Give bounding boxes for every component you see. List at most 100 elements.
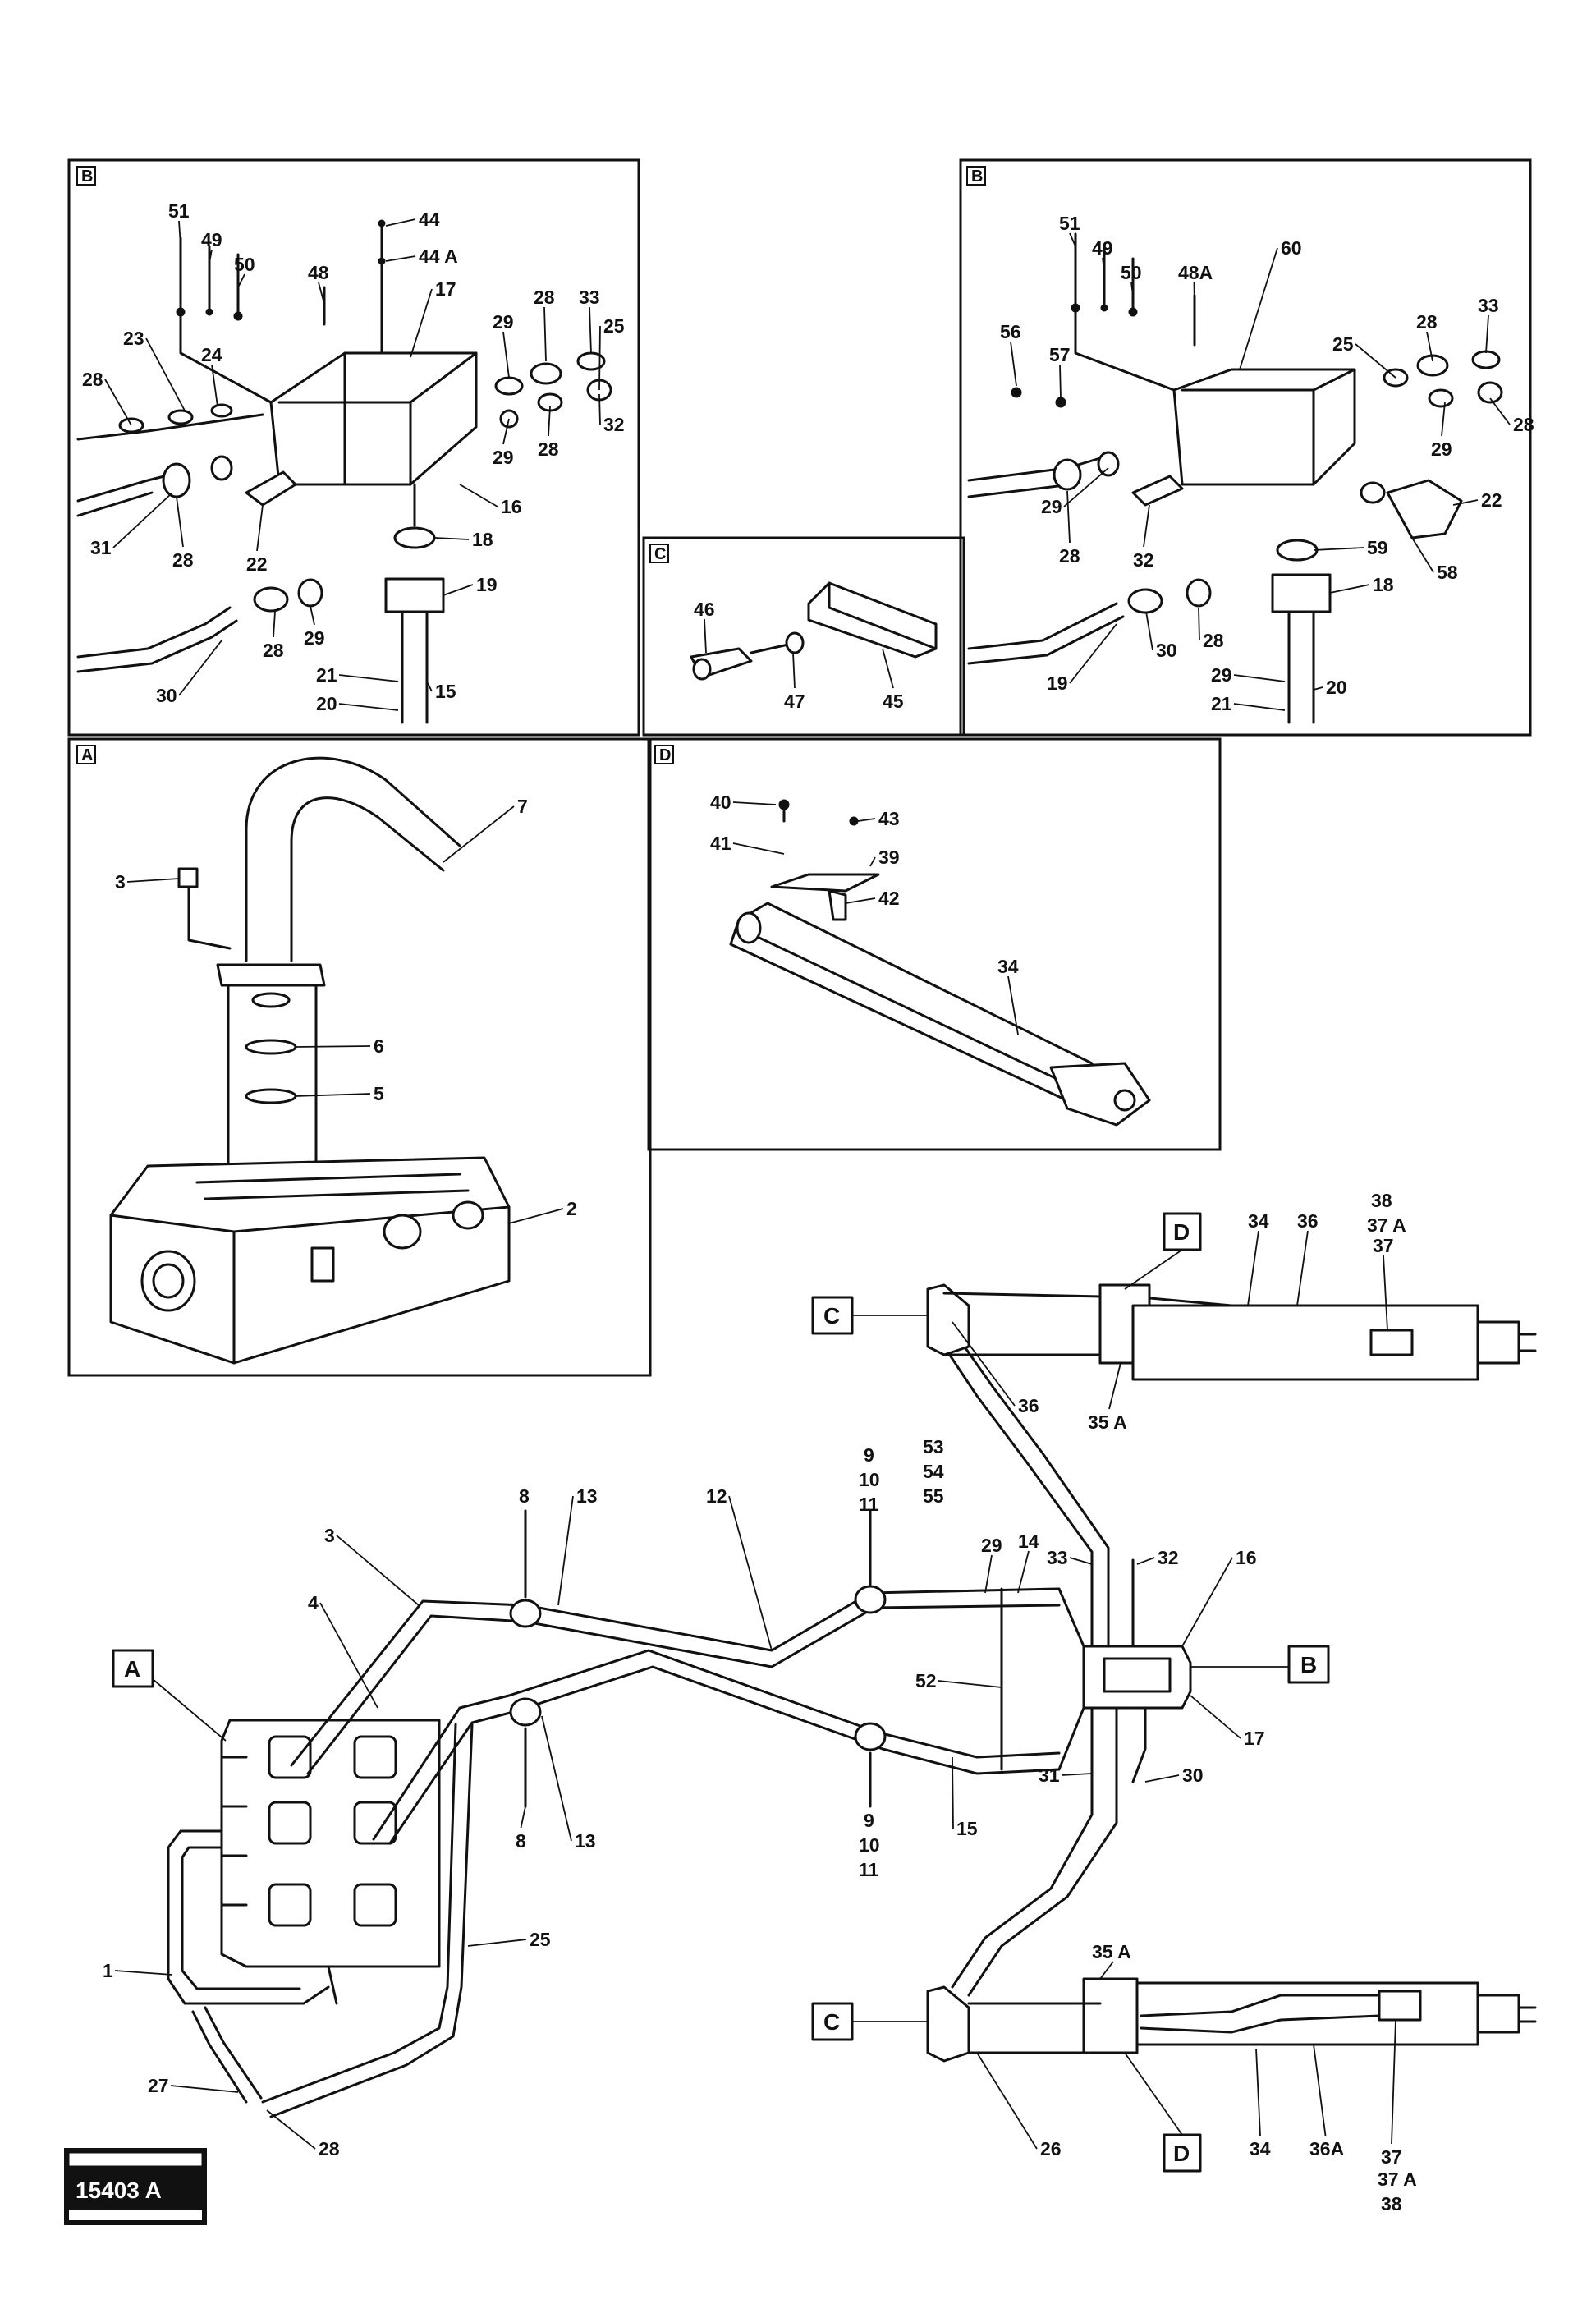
stamp-header: [68, 2152, 203, 2167]
part-label-m-10: 53: [923, 1436, 944, 1457]
valve-block-edges: [277, 351, 478, 486]
part-label-m-28: 13: [575, 1830, 596, 1852]
pipe-30-rb: [967, 615, 1125, 665]
nut-43: [849, 816, 859, 826]
top-cylinder-barrel: [1131, 1304, 1479, 1381]
stamp-body: [69, 2170, 202, 2206]
part-label-bl-10: 28: [82, 369, 103, 390]
leader-bl-26: [338, 674, 399, 682]
bottom-fitting-37: [1378, 1990, 1422, 2022]
leader-br-6: [1059, 364, 1062, 399]
part-label-a-1: 7: [517, 796, 528, 817]
bolt-shaft: [750, 643, 790, 654]
leader-br-17: [1313, 547, 1364, 551]
fitting: [494, 376, 524, 396]
part-label-m-7: 9: [864, 1444, 874, 1466]
leader-m-24: [1190, 1695, 1241, 1739]
tube-15: [401, 610, 429, 724]
part-label-br-19: 19: [1047, 672, 1068, 694]
part-label-bl-22: 19: [476, 574, 498, 595]
part-label-bl-21: 18: [472, 529, 493, 550]
control-valve-2: [109, 1156, 511, 1365]
part-label-m-21: 16: [1236, 1547, 1257, 1568]
panel-c-tag: C: [654, 545, 666, 563]
part-label-bl-20: 22: [246, 553, 268, 575]
part-label-bl-7: 29: [493, 311, 514, 333]
pipe-to-bot-cylb: [967, 1706, 1118, 1997]
pipe-25: [261, 1723, 457, 2104]
part-label-br-1: 49: [1092, 237, 1113, 259]
leader-br-8: [1485, 314, 1489, 354]
bolt-56: [1011, 387, 1022, 398]
part-label-bl-2: 50: [234, 254, 255, 275]
panel-b-right-tag: B: [971, 168, 983, 186]
bottom-cylinder-rod: [1476, 1994, 1520, 2034]
leader-bl-3: [318, 282, 325, 305]
part-label-bl-16: 28: [538, 438, 559, 460]
part-label-m-19: 33: [1047, 1547, 1068, 1568]
leader-br-19: [1069, 623, 1117, 684]
leader-m-23: [938, 1680, 1002, 1688]
part-label-bl-26: 21: [316, 664, 337, 686]
leader-bl-16: [548, 406, 551, 437]
leader-bl-13: [598, 325, 601, 391]
leader-bl-6: [410, 288, 433, 358]
bolt-guide-r: [1074, 306, 1176, 392]
bolt-head: [378, 257, 386, 265]
panel-frames: [67, 158, 1532, 1377]
leader-br-24: [1313, 686, 1323, 691]
leader-bl-2: [237, 273, 245, 288]
part-label-br-9: 25: [1332, 333, 1354, 355]
panel-a-tag-box: [76, 745, 96, 764]
leader-m-3: [1247, 1230, 1259, 1306]
leader-m-21: [1181, 1557, 1233, 1647]
part-label-m-42: 37 A: [1378, 2169, 1417, 2190]
leader-d-2: [857, 818, 876, 822]
valve-cell: [268, 1801, 312, 1845]
part-label-m-29: 9: [864, 1810, 874, 1831]
part-label-bl-4: 44: [419, 209, 440, 230]
valve-cell: [268, 1735, 312, 1779]
bolt-head: [1100, 304, 1108, 312]
pipe-31-rb: [967, 483, 1073, 498]
part-label-bl-1: 49: [201, 229, 222, 250]
fitting: [1097, 451, 1120, 477]
leader-m-36: [266, 2109, 316, 2150]
part-label-c-2: 45: [883, 691, 904, 712]
bolts: [179, 236, 326, 326]
bolt-head: [1128, 307, 1138, 317]
part-label-m-38: 26: [1040, 2138, 1062, 2159]
part-label-m-33: 1: [103, 1960, 113, 1981]
callout-c-top-box: [811, 1296, 854, 1335]
plate-39: [770, 873, 880, 893]
part-label-m-24: 17: [1244, 1728, 1265, 1749]
part-label-bl-6: 17: [435, 278, 456, 300]
leader-c-1: [792, 652, 796, 689]
leader-d-1: [732, 842, 785, 855]
leader-bl-27: [338, 703, 399, 711]
leader-m-38: [976, 2052, 1038, 2150]
valve-cell: [268, 1883, 312, 1927]
part-label-bl-17: 16: [501, 496, 522, 517]
panel-b-left-frame: [67, 158, 640, 737]
cylinder-eye: [736, 911, 762, 944]
leader-m-2: [1383, 1255, 1388, 1331]
pipe-3-inner: [290, 796, 445, 962]
fitting: [253, 586, 289, 613]
part-label-m-15: 3: [324, 1525, 335, 1546]
valve-block-60: [1172, 368, 1356, 486]
bottom-rod-end: [1517, 2006, 1537, 2023]
pipe-to-top-cylb: [942, 1316, 1110, 1648]
leader-m-26: [1144, 1774, 1180, 1783]
pipe-28b: [204, 2006, 263, 2100]
leader-bl-5: [385, 255, 416, 262]
fitting: [854, 1722, 887, 1751]
part-label-bl-18: 31: [90, 537, 112, 558]
part-label-bl-3: 48: [308, 262, 329, 283]
part-label-m-1: 37 A: [1367, 1214, 1406, 1236]
pipe-3-outer: [245, 756, 461, 962]
part-label-m-36: 28: [319, 2138, 340, 2159]
leader-br-9: [1355, 343, 1396, 379]
part-label-m-22: 4: [308, 1592, 319, 1613]
